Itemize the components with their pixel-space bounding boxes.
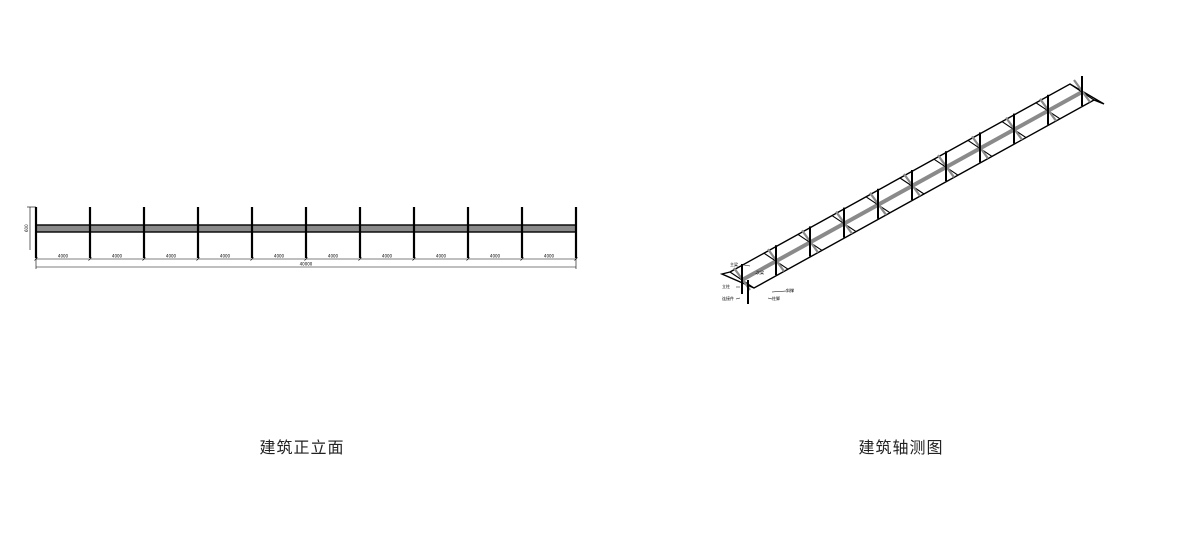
axo-callout-leader: [767, 297, 773, 300]
bay-dimension-label: 4000: [544, 254, 555, 259]
bay-dimension-tick: [358, 257, 362, 261]
axo-callout-leader: [743, 264, 751, 267]
bay-dimension-tick: [304, 257, 308, 261]
bay-dimension-tick: [466, 257, 470, 261]
bay-dimension-tick: [520, 257, 524, 261]
bay-dimension-label: 4000: [112, 254, 123, 259]
axo-callout-label: 立柱: [722, 283, 730, 289]
bay-dimension-label: 4000: [166, 254, 177, 259]
axo-callout-label: 连接件: [722, 295, 734, 301]
elevation-caption: 建筑正立面: [259, 438, 345, 457]
axo-callout-leader: [771, 290, 787, 293]
axo-callout-leader: [735, 297, 741, 300]
axo-callout-label: 主梁: [730, 261, 738, 267]
height-dimension-label: 600: [24, 224, 29, 232]
bay-dimension-label: 4000: [220, 254, 231, 259]
axo-callout-label: 斜撑: [786, 287, 794, 293]
bay-dimension-label: 4000: [274, 254, 285, 259]
bay-dimension-tick: [196, 257, 200, 261]
bay-dimension-label: 4000: [58, 254, 69, 259]
elevation-svg: 600 4000 4000 4000 4000 4000 4000 4000 4000 4000 4…: [24, 206, 578, 269]
bay-dimension-label: 4000: [436, 254, 447, 259]
axonometric-caption: 建筑轴测图: [858, 438, 944, 457]
bay-dimension-tick: [88, 257, 92, 261]
bay-dimension-tick: [412, 257, 416, 261]
axo-callout-label: 柱脚: [772, 295, 780, 301]
bay-dimension-label: 4000: [382, 254, 393, 259]
bay-dimension-label: 4000: [490, 254, 501, 259]
axo-callout-label: 次梁: [756, 269, 764, 275]
bay-dimension-label: 4000: [328, 254, 339, 259]
bay-dimension-tick: [142, 257, 146, 261]
total-dimension-label: 40000: [300, 262, 313, 267]
bay-dimension-tick: [250, 257, 254, 261]
